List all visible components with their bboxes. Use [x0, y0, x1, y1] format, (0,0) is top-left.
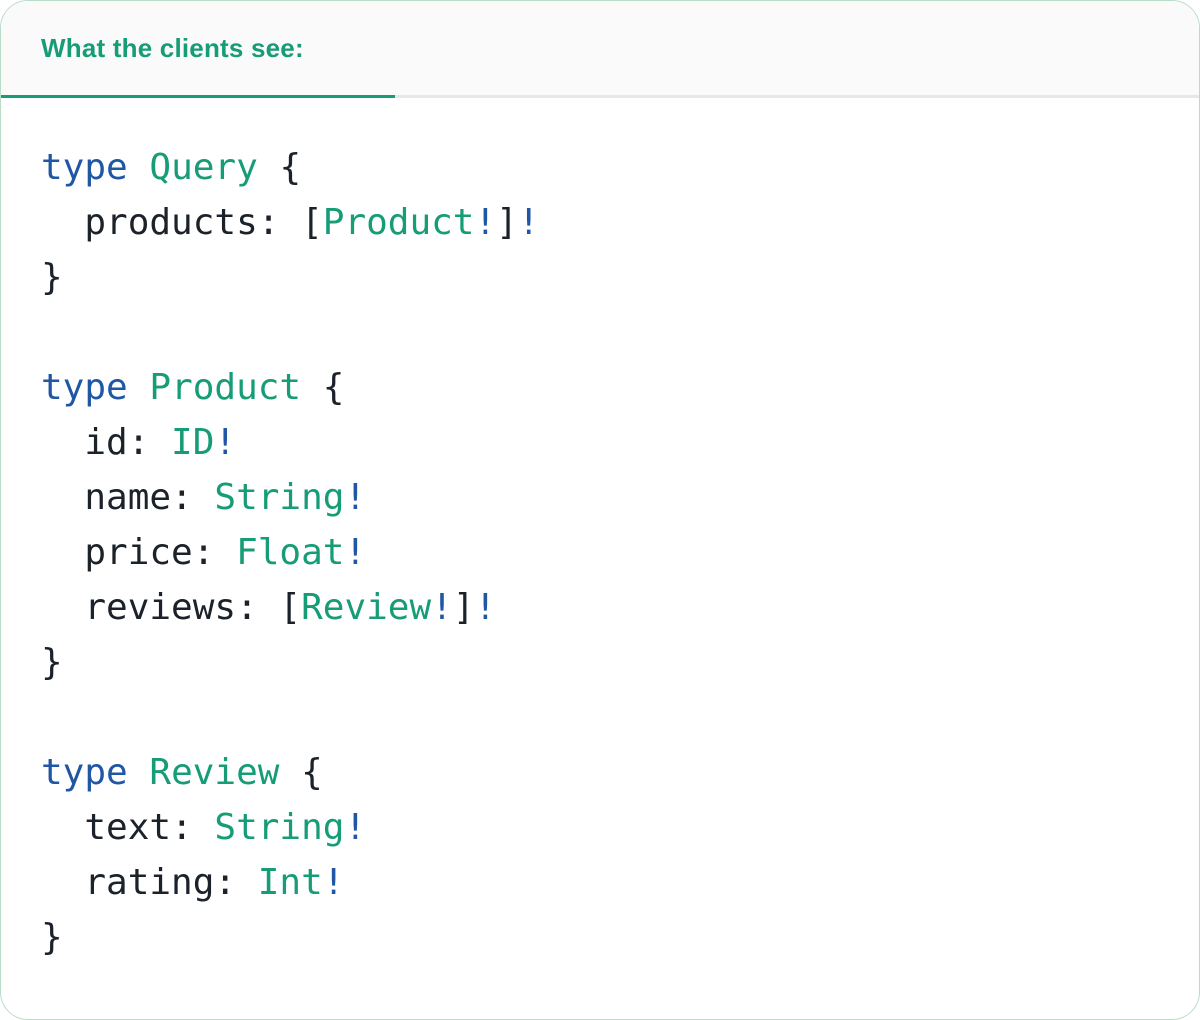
code-token: Review: [149, 752, 280, 793]
code-token: ID: [171, 422, 215, 463]
code-token: }: [41, 917, 63, 958]
code-line: text: String!: [41, 800, 1159, 855]
tab-label: What the clients see:: [41, 32, 304, 63]
code-token: type: [41, 367, 128, 408]
code-token: !: [474, 202, 497, 243]
code-token: !: [344, 477, 367, 518]
code-line: id: ID!: [41, 415, 1159, 470]
code-token: type: [41, 752, 128, 793]
code-token: !: [344, 532, 367, 573]
code-line: rating: Int!: [41, 855, 1159, 910]
code-token: [128, 752, 150, 793]
code-token: !: [214, 422, 237, 463]
code-token: !: [517, 202, 540, 243]
code-token: }: [41, 257, 63, 298]
code-token: {: [257, 147, 302, 188]
code-token: Review: [301, 587, 432, 628]
code-line: }: [41, 910, 1159, 965]
code-token: {: [301, 367, 345, 408]
code-line: products: [Product!]!: [41, 195, 1159, 250]
code-token: price:: [41, 532, 237, 573]
code-line: reviews: [Review!]!: [41, 580, 1159, 635]
code-token: String: [214, 807, 345, 848]
code-token: Product: [322, 202, 475, 243]
code-token: !: [474, 587, 497, 628]
code-token: }: [41, 642, 63, 683]
code-token: ]: [496, 202, 518, 243]
code-line: type Query {: [41, 140, 1159, 195]
code-token: products: [: [41, 202, 323, 243]
code-token: {: [279, 752, 323, 793]
code-line: name: String!: [41, 470, 1159, 525]
code-token: [128, 367, 150, 408]
active-tab-indicator: [1, 95, 395, 98]
code-token: Query: [149, 147, 258, 188]
code-token: [128, 147, 150, 188]
code-line: type Product {: [41, 360, 1159, 415]
code-token: !: [431, 587, 453, 628]
code-token: id:: [41, 422, 172, 463]
code-token: reviews: [: [41, 587, 302, 628]
code-line: }: [41, 635, 1159, 690]
code-token: !: [344, 807, 367, 848]
code-line: }: [41, 250, 1159, 305]
code-token: Int: [257, 862, 323, 903]
code-token: Product: [149, 367, 302, 408]
code-line: [41, 305, 1159, 360]
code-token: String: [214, 477, 345, 518]
code-token: ]: [452, 587, 475, 628]
code-line: [41, 690, 1159, 745]
code-token: !: [322, 862, 345, 903]
code-line: price: Float!: [41, 525, 1159, 580]
tab-what-clients-see[interactable]: What the clients see:: [1, 33, 304, 64]
code-line: type Review {: [41, 745, 1159, 800]
code-token: rating:: [41, 862, 258, 903]
code-token: Float: [236, 532, 345, 573]
code-token: type: [41, 147, 128, 188]
tab-bar: What the clients see:: [1, 1, 1199, 98]
code-block: type Query { products: [Product!]!} type…: [1, 98, 1199, 965]
code-token: name:: [41, 477, 215, 518]
code-token: text:: [41, 807, 215, 848]
